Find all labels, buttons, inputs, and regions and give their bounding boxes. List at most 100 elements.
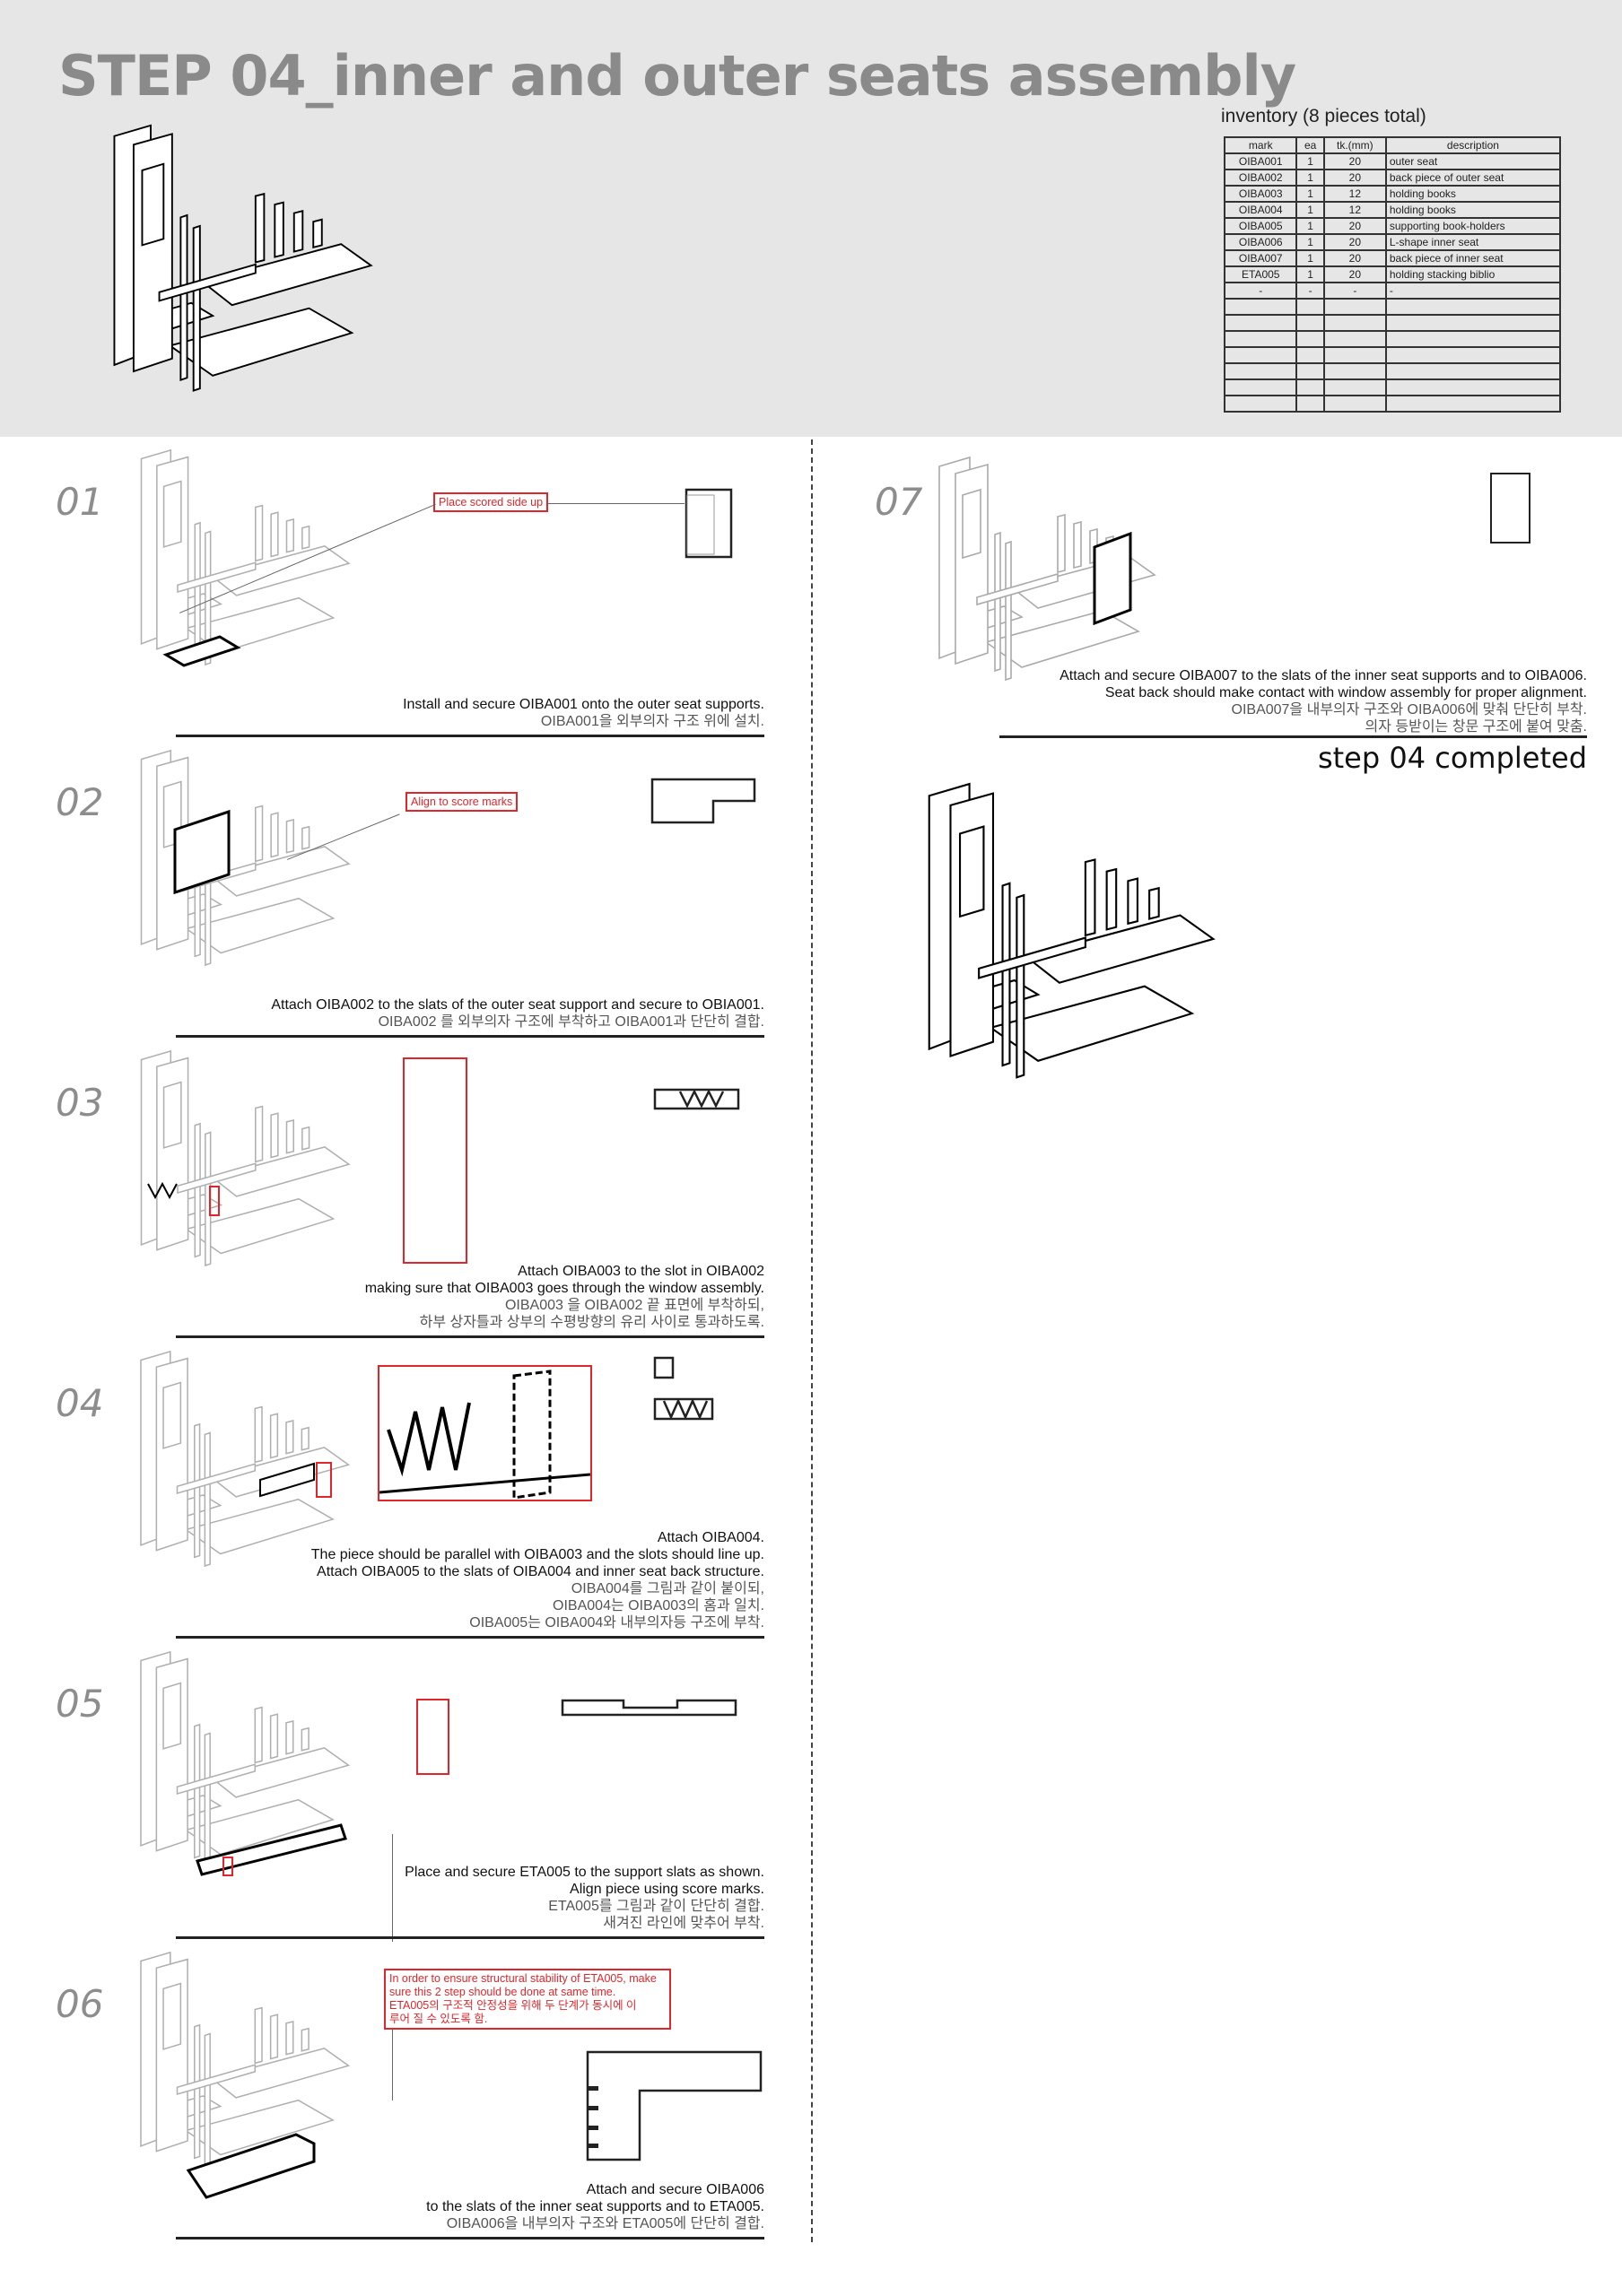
step-06-highlighted-piece [186, 2133, 316, 2199]
step-04-rule [176, 1636, 764, 1639]
inventory-cell [1223, 362, 1298, 380]
step-05-instructions: Place and secure ETA005 to the support s… [136, 1864, 764, 1932]
instruction-line: Attach and secure OIBA006 [586, 2182, 764, 2197]
instruction-line-ko: OIBA007을 내부의자 구조와 OIBA006에 맞춰 단단히 부착. [1231, 702, 1588, 718]
inventory-cell: 1 [1295, 217, 1325, 235]
page-title: STEP 04_inner and outer seats assembly [58, 43, 1296, 109]
step-01-highlighted-piece [162, 635, 241, 667]
inventory-cell: holding stacking biblio [1384, 265, 1562, 283]
inventory-cell: OIBA003 [1223, 185, 1298, 203]
inventory-cell: 20 [1322, 152, 1387, 170]
inventory-cell: 20 [1322, 249, 1387, 267]
inventory-cell: 20 [1322, 265, 1387, 283]
overview-assembly-drawing [95, 109, 373, 432]
inventory-cell: ETA005 [1223, 265, 1298, 283]
inventory-cell: OIBA007 [1223, 249, 1298, 267]
inventory-cell [1384, 330, 1562, 348]
inventory-cell: - [1384, 282, 1562, 300]
inventory-cell [1322, 298, 1387, 316]
note-line: sure this 2 step should be done at same … [389, 1986, 616, 1998]
inventory-cell [1384, 314, 1562, 332]
callout-label: Place scored side up [433, 492, 549, 512]
instruction-line-ko: OIBA001을 외부의자 구조 위에 설치. [540, 714, 764, 729]
step-03-highlighted-piece [147, 1181, 178, 1200]
note-line: In order to ensure structural stability … [389, 1972, 657, 1985]
instruction-line: Attach OIBA002 to the slats of the outer… [271, 997, 764, 1013]
step-04-instructions: Attach OIBA004.The piece should be paral… [136, 1529, 764, 1631]
inventory-row [1223, 395, 1562, 413]
inventory-cell [1322, 330, 1387, 348]
step-number-04: 04 [56, 1381, 104, 1425]
inventory-cell: L-shape inner seat [1384, 233, 1562, 251]
inventory-cell [1384, 346, 1562, 364]
column-header: ea [1295, 136, 1325, 154]
inventory-cell [1384, 362, 1562, 380]
completed-assembly-drawing [908, 777, 1216, 1113]
step-05-highlighted-piece [196, 1823, 347, 1876]
inventory-cell: 1 [1295, 152, 1325, 170]
inventory-cell: back piece of inner seat [1384, 249, 1562, 267]
note-line-ko: ETA005의 구조적 안정성을 위해 두 단계가 동시에 이 [389, 1999, 637, 2012]
callout-label: Align to score marks [406, 792, 519, 812]
step-02-highlighted-piece [173, 809, 231, 895]
inventory-row [1223, 314, 1562, 332]
inventory-cell [1223, 298, 1298, 316]
inventory-row [1223, 378, 1562, 396]
instruction-line-ko: OIBA006을 내부의자 구조와 ETA005에 단단히 결합. [446, 2216, 764, 2231]
note-line-ko: 루어 질 수 있도록 함. [389, 2013, 488, 2025]
instruction-line: Place and secure ETA005 to the support s… [405, 1865, 764, 1880]
inventory-cell: holding books [1384, 185, 1562, 203]
inventory-cell: 20 [1322, 233, 1387, 251]
inventory-cell [1295, 395, 1325, 413]
instruction-line-ko: 새겨진 라인에 맞추어 부착. [603, 1916, 764, 1931]
stability-note: In order to ensure structural stability … [384, 1969, 671, 2030]
inventory-cell: - [1322, 282, 1387, 300]
detail-marker [316, 1462, 332, 1498]
inventory-cell: OIBA005 [1223, 217, 1298, 235]
inventory-cell [1322, 378, 1387, 396]
inventory-row [1223, 298, 1562, 316]
inventory-cell [1223, 395, 1298, 413]
inventory-cell: OIBA006 [1223, 233, 1298, 251]
inventory-cell [1295, 298, 1325, 316]
inventory-row [1223, 362, 1562, 380]
step-number-03: 03 [56, 1081, 104, 1125]
inventory-cell [1295, 330, 1325, 348]
instruction-line-ko: OIBA004는 OIBA003의 홈과 일치. [553, 1598, 764, 1613]
piece-oiba007-thumbnail [1490, 473, 1530, 544]
leader-line [392, 2029, 393, 2100]
inventory-cell [1322, 362, 1387, 380]
inventory-cell: 1 [1295, 201, 1325, 219]
inventory-cell: 12 [1322, 201, 1387, 219]
inventory-cell: 12 [1322, 185, 1387, 203]
step-02-instructions: Attach OIBA002 to the slats of the outer… [136, 996, 764, 1031]
step-number-06: 06 [56, 1982, 104, 2026]
inventory-cell: 1 [1295, 169, 1325, 187]
step-03-piece-thumbnail [653, 1088, 740, 1110]
leader-line [548, 503, 685, 504]
inventory-cell: OIBA002 [1223, 169, 1298, 187]
inventory-title: inventory (8 pieces total) [1221, 106, 1426, 126]
inventory-cell [1295, 346, 1325, 364]
step-07-instructions: Attach and secure OIBA007 to the slats o… [959, 667, 1587, 735]
inventory-cell [1295, 378, 1325, 396]
inventory-cell: OIBA004 [1223, 201, 1298, 219]
instruction-line-ko: OIBA004를 그림과 같이 붙이되, [571, 1581, 764, 1596]
step-04-highlighted-piece [259, 1462, 315, 1498]
inventory-cell [1322, 395, 1387, 413]
column-divider [811, 439, 813, 2242]
instruction-line: Seat back should make contact with windo… [1104, 685, 1587, 700]
inventory-cell [1322, 346, 1387, 364]
inventory-cell [1223, 314, 1298, 332]
step-01-piece-thumbnail [685, 488, 733, 559]
instruction-line: Attach OIBA004. [657, 1530, 764, 1545]
inventory-cell [1223, 378, 1298, 396]
instruction-line: Attach and secure OIBA007 to the slats o… [1060, 668, 1587, 683]
inventory-cell: - [1223, 282, 1298, 300]
detail-zoom-box [403, 1057, 467, 1264]
